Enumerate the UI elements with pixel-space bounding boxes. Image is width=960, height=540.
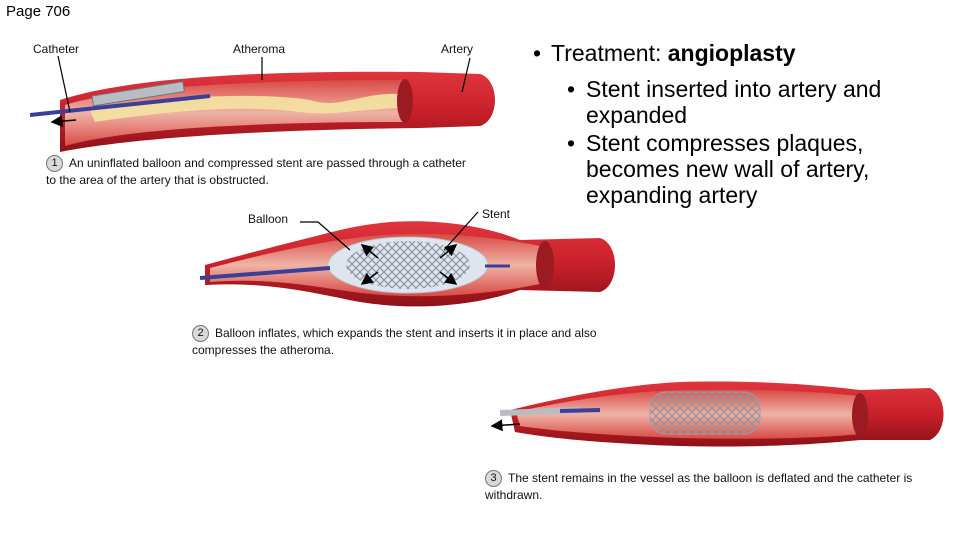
catheter-2	[199, 266, 331, 280]
balloon-leader	[300, 221, 351, 251]
bullet-sub-2: Stent compresses plaques, becomes new wa…	[533, 130, 953, 208]
step-3-text: The stent remains in the vessel as the b…	[485, 471, 913, 502]
bullet-sub-1: Stent inserted into artery and expanded	[533, 76, 953, 128]
atheroma-label: Atheroma	[233, 42, 286, 56]
artery-step-3	[490, 381, 944, 447]
step-3-number: 3	[485, 470, 502, 487]
stent-leader	[443, 211, 479, 251]
placed-stent	[649, 391, 761, 435]
artery-step-2	[199, 221, 615, 307]
catheter-3	[559, 408, 601, 413]
catheter-leader	[57, 55, 71, 113]
treatment-bullets: Treatment: angioplasty Stent inserted in…	[533, 40, 953, 208]
catheter-label: Catheter	[33, 42, 80, 56]
bullet-main: Treatment: angioplasty	[533, 40, 953, 66]
step-2-text: Balloon inflates, which expands the sten…	[192, 326, 597, 357]
expanded-stent	[346, 241, 470, 289]
artery-leader	[461, 57, 471, 93]
bullet-main-bold: angioplasty	[667, 40, 796, 66]
step-1-number: 1	[46, 155, 63, 172]
balloon-label: Balloon	[248, 212, 289, 226]
step-1-text: An uninflated balloon and compressed ste…	[46, 156, 466, 187]
bullet-main-prefix: Treatment:	[551, 40, 668, 66]
catheter-1	[29, 94, 211, 117]
page-number: Page 706	[6, 3, 71, 20]
artery-label: Artery	[441, 42, 474, 56]
artery-step-1	[29, 71, 495, 152]
compressed-stent	[91, 81, 186, 107]
step-2-number: 2	[192, 325, 209, 342]
stent-label: Stent	[482, 207, 511, 221]
